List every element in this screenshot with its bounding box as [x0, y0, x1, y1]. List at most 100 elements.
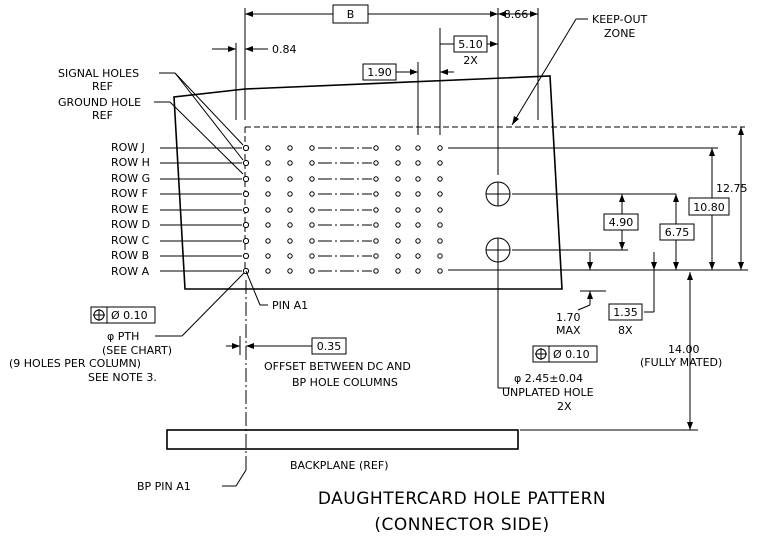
pth-hole [242, 175, 250, 183]
pth-hole [287, 222, 293, 228]
pth-hole [309, 145, 315, 151]
row-label-b: ROW B [111, 249, 149, 262]
right-extension-lines [448, 147, 748, 292]
unplated-callout: Ø 0.10 φ 2.45±0.04 UNPLATED HOLE 2X [497, 262, 598, 413]
title-line-2: (CONNECTOR SIDE) [374, 515, 549, 535]
pth-hole [415, 207, 421, 213]
dimension-12-75-label: 12.75 [716, 182, 748, 195]
pth-hole [309, 160, 315, 166]
dimension-1-35-qty: 8X [618, 324, 633, 337]
pth-hole [415, 253, 421, 259]
pth-hole [437, 253, 443, 259]
dimension-0-84-label: 0.84 [272, 43, 297, 56]
pth-hole [437, 191, 443, 197]
pth-hole [242, 190, 250, 198]
pth-hole [287, 238, 293, 244]
pth-text-2: (SEE CHART) [102, 344, 172, 357]
pth-hole [415, 160, 421, 166]
pth-hole [265, 176, 271, 182]
dimension-b: B [245, 4, 498, 24]
pth-hole [309, 222, 315, 228]
pth-hole [437, 268, 443, 274]
pth-hole [373, 207, 379, 213]
pth-hole [373, 268, 379, 274]
unplated-text-2: UNPLATED HOLE [502, 386, 594, 399]
pth-hole [373, 253, 379, 259]
dimension-10-80: 10.80 [688, 148, 730, 270]
offset-callout: 0.35 OFFSET BETWEEN DC AND BP HOLE COLUM… [226, 280, 411, 470]
signal-holes-text-1: SIGNAL HOLES [58, 67, 139, 80]
pth-hole [242, 221, 250, 229]
pth-callout: Ø 0.10 φ PTH (SEE CHART) (9 HOLES PER CO… [9, 272, 245, 384]
pth-hole [242, 206, 250, 214]
ground-hole-text-2: REF [92, 109, 113, 122]
dimension-8-66: 8.66 [498, 8, 538, 21]
row-labels: ROW J ROW H ROW G ROW F ROW E ROW D ROW … [111, 141, 242, 278]
pth-hole [373, 238, 379, 244]
hole-grid [242, 144, 443, 275]
backplane: BACKPLANE (REF) [166, 429, 519, 472]
dimension-10-80-box: 10.80 [693, 201, 725, 214]
keep-out-text-1: KEEP-OUT [592, 13, 647, 26]
pth-hole [309, 207, 315, 213]
dimension-4-90-box: 4.90 [609, 216, 634, 229]
row-label-g: ROW G [111, 172, 150, 185]
signal-holes-label: SIGNAL HOLES REF [58, 67, 244, 161]
pth-hole [373, 160, 379, 166]
pth-hole [309, 253, 315, 259]
dimension-1-90: 1.90 [362, 63, 454, 81]
keep-out-text-2: ZONE [604, 27, 635, 40]
dimension-6-75-box: 6.75 [665, 226, 690, 239]
pth-text-3: (9 HOLES PER COLUMN) [9, 357, 141, 370]
pth-hole [309, 238, 315, 244]
pth-hole [265, 222, 271, 228]
pth-hole [373, 145, 379, 151]
pth-hole [437, 176, 443, 182]
pin-a1-callout: PIN A1 [245, 270, 308, 312]
pth-hole [395, 207, 401, 213]
signal-holes-text-2: REF [92, 80, 113, 93]
dimension-14-00-note: (FULLY MATED) [640, 356, 722, 369]
pth-hole [242, 252, 250, 260]
pth-text-4: SEE NOTE 3. [88, 371, 157, 384]
ground-hole-text-1: GROUND HOLE [58, 96, 141, 109]
offset-box: 0.35 [317, 340, 342, 353]
pth-hole [415, 191, 421, 197]
dimension-1-35: 1.35 8X [608, 252, 657, 337]
dimension-0-84: 0.84 [212, 43, 297, 56]
dimension-1-70-max: MAX [556, 324, 581, 337]
dimension-8-66-label: 8.66 [504, 8, 529, 21]
dimension-6-75: 6.75 [632, 193, 695, 270]
pth-hole [395, 191, 401, 197]
pth-hole [395, 268, 401, 274]
dimension-5-10-box: 5.10 [458, 38, 483, 51]
pth-hole [265, 145, 271, 151]
pth-hole [395, 160, 401, 166]
dimension-5-10: 5.10 2X [440, 35, 498, 67]
pth-hole [287, 191, 293, 197]
dimension-1-35-box: 1.35 [613, 306, 638, 319]
pth-hole [287, 207, 293, 213]
pth-hole [395, 176, 401, 182]
pin-a1-label: PIN A1 [272, 299, 308, 312]
pth-tolerance: Ø 0.10 [111, 309, 148, 322]
keep-out-label: KEEP-OUT ZONE [511, 13, 647, 126]
row-label-f: ROW F [111, 187, 148, 200]
bp-pin-a1-label: BP PIN A1 [137, 480, 191, 493]
pth-hole [287, 145, 293, 151]
pth-hole [265, 191, 271, 197]
daughtercard-outline [173, 75, 563, 290]
pth-hole [437, 222, 443, 228]
dimension-b-box: B [347, 8, 355, 21]
row-label-h: ROW H [111, 156, 150, 169]
pth-hole [309, 191, 315, 197]
dimension-5-10-qty: 2X [463, 54, 478, 67]
offset-text-1: OFFSET BETWEEN DC AND [264, 360, 411, 373]
pth-hole [437, 238, 443, 244]
unplated-text-1: φ 2.45±0.04 [514, 372, 583, 385]
row-label-a: ROW A [111, 265, 150, 278]
pth-hole [437, 207, 443, 213]
pth-hole [242, 144, 250, 152]
pth-hole [415, 176, 421, 182]
top-extension-lines [235, 8, 539, 175]
